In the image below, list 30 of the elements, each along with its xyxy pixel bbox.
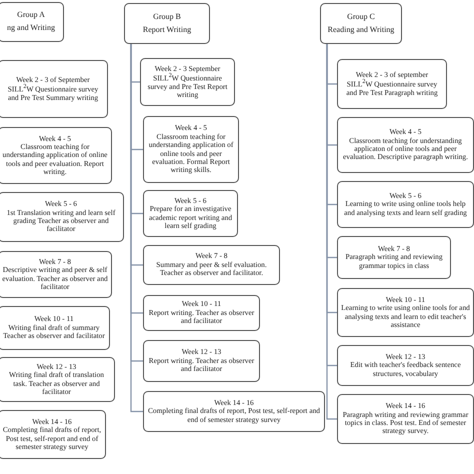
group-box (0, 2, 64, 42)
week-box (140, 58, 235, 106)
week-box (0, 410, 106, 459)
week-box (143, 391, 325, 432)
week-box (0, 251, 112, 298)
week-box (143, 245, 280, 285)
heading-text: Group B (152, 10, 182, 23)
group-box (124, 3, 210, 44)
description-text: Reading and Writing (326, 24, 396, 36)
week-box (337, 394, 474, 444)
week-box (337, 288, 474, 337)
week-box (337, 117, 474, 173)
week-box (337, 345, 474, 386)
week-box (0, 357, 115, 402)
heading-text: Group C (346, 10, 376, 23)
week-box (143, 295, 260, 331)
week-box (143, 190, 238, 237)
description-text: ng and Writing (6, 22, 56, 34)
week-box (0, 127, 112, 184)
week-box (337, 236, 451, 279)
group-box (320, 3, 402, 44)
week-box (0, 306, 110, 350)
week-box (0, 60, 108, 118)
description-text: Report Writing (142, 24, 192, 36)
week-box (143, 116, 239, 183)
heading-text: Group A (16, 9, 46, 22)
week-box (0, 192, 124, 242)
week-box (337, 181, 474, 228)
week-box (337, 59, 447, 109)
week-box (143, 340, 260, 382)
